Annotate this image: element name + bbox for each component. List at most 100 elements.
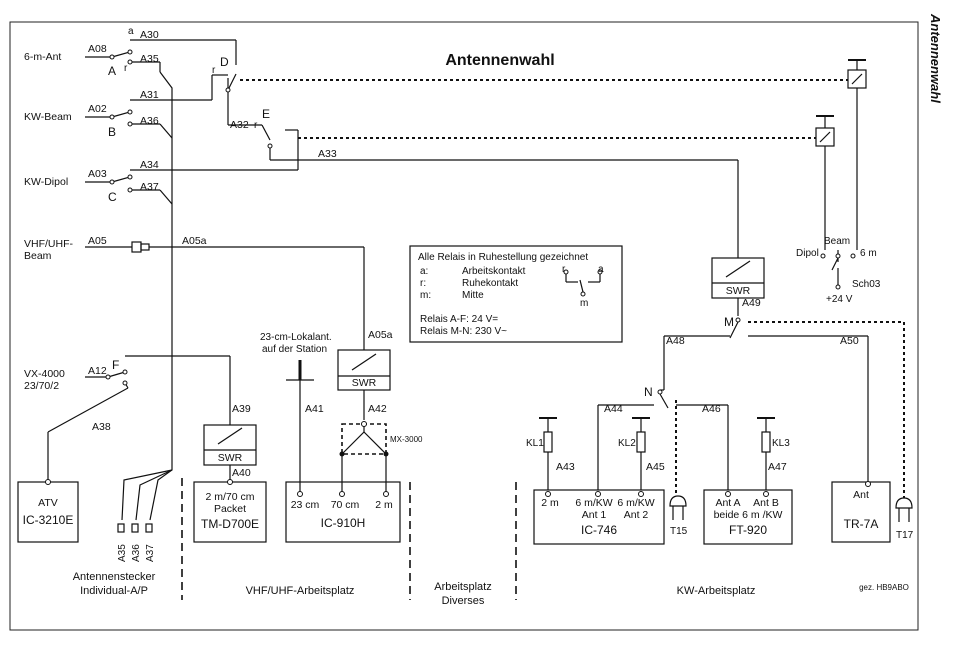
mx-label: MX-3000 (390, 435, 423, 444)
switch-label: +24 V (826, 294, 853, 305)
swr-label: SWR (218, 452, 243, 464)
cable-label: A31 (140, 89, 159, 101)
plug-label: A35 (117, 544, 128, 562)
input-6m-ant: 6-m-Ant (24, 51, 61, 63)
switch-label: 6 m (860, 248, 877, 259)
legend-key: a: (420, 266, 428, 277)
legend-voltage: Relais M-N: 230 V~ (420, 326, 507, 337)
cable-label: A02 (88, 103, 107, 115)
legend-value: Mitte (462, 290, 484, 301)
cable-label: A03 (88, 168, 107, 180)
cable-label: A42 (368, 403, 387, 415)
relay-label: C (108, 190, 117, 204)
device-text: 2 m/70 cm (205, 491, 254, 503)
cable-label: A50 (840, 335, 859, 347)
relay-label: D (220, 55, 229, 69)
cable-label: A45 (646, 461, 665, 473)
cable-label: A05a (368, 329, 393, 341)
local-antenna-label: auf der Station (262, 344, 327, 355)
switch-label: Sch03 (852, 279, 881, 290)
device-port: Ant 2 (624, 509, 649, 521)
plug-label: A37 (145, 544, 156, 562)
device-port: 2 m (541, 497, 559, 509)
section-label: Diverses (442, 595, 485, 607)
cable-label: A05a (182, 235, 207, 247)
device-port: 2 m (375, 499, 393, 511)
input-vhf-beam: Beam (24, 250, 52, 262)
cable-label: A47 (768, 461, 787, 473)
cable-label: A33 (318, 148, 337, 160)
cable-label: A38 (92, 421, 111, 433)
input-vx-bands: 23/70/2 (24, 380, 59, 392)
cable-label: A39 (232, 403, 251, 415)
plug-label: A36 (131, 544, 142, 562)
device-text: ATV (38, 497, 58, 509)
section-label: KW-Arbeitsplatz (677, 585, 756, 597)
credit: gez. HB9ABO (859, 583, 909, 592)
device-name: TM-D700E (201, 517, 259, 531)
cable-label: A46 (702, 403, 721, 415)
relay-label: N (644, 385, 653, 399)
device-port: Ant (853, 489, 869, 501)
contact-label: r (212, 65, 216, 76)
cable-label: A08 (88, 43, 107, 55)
cable-label: A40 (232, 467, 251, 479)
relay-label: A (108, 64, 116, 78)
cable-label: A44 (604, 403, 623, 415)
section-label: Individual-A/P (80, 585, 148, 597)
kl-label: KL3 (772, 438, 790, 449)
device-name: TR-7A (844, 517, 879, 531)
cable-label: A36 (140, 115, 159, 127)
legend-symbol: r (562, 264, 566, 275)
section-label: Arbeitsplatz (434, 581, 491, 593)
cable-label: A41 (305, 403, 324, 415)
relay-label: M (724, 315, 734, 329)
plug-label: T15 (670, 526, 688, 537)
device-text: Packet (214, 503, 246, 515)
input-kw-dipol: KW-Dipol (24, 176, 68, 188)
diagram-title: Antennenwahl (445, 52, 554, 69)
outer-frame (9, 21, 919, 631)
switch-label: Beam (824, 236, 850, 247)
relay-label: E (262, 107, 270, 121)
plug-label: T17 (896, 530, 914, 541)
section-label: VHF/UHF-Arbeitsplatz (246, 585, 355, 597)
relay-label: B (108, 125, 116, 139)
kl-label: KL1 (526, 438, 544, 449)
contact-label: a (128, 26, 134, 37)
device-port: beide 6 m /KW (714, 509, 783, 521)
device-port: 70 cm (331, 499, 360, 511)
device-port: Ant B (753, 497, 779, 509)
swr-label: SWR (726, 285, 751, 297)
kl-label: KL2 (618, 438, 636, 449)
legend-line: Alle Relais in Ruhestellung gezeichnet (418, 252, 588, 263)
input-vx4000: VX-4000 (24, 368, 65, 380)
contact-label: r (124, 63, 128, 74)
legend-value: Ruhekontakt (462, 278, 518, 289)
cable-label: A43 (556, 461, 575, 473)
device-port: 6 m/KW (617, 497, 654, 509)
relay-label: F (112, 358, 119, 372)
cable-label: A48 (666, 335, 685, 347)
cable-label: A34 (140, 159, 159, 171)
device-port: 6 m/KW (575, 497, 612, 509)
cable-label: A05 (88, 235, 107, 247)
legend-value: Arbeitskontakt (462, 266, 526, 277)
cable-label: A37 (140, 181, 159, 193)
legend-symbol: m (580, 298, 588, 309)
switch-label: Dipol (796, 248, 819, 259)
device-port: Ant 1 (582, 509, 607, 521)
device-port: Ant A (715, 497, 740, 509)
legend-voltage: Relais A-F: 24 V= (420, 314, 498, 325)
section-label: Antennenstecker (73, 571, 156, 583)
device-name: IC-746 (581, 523, 617, 537)
legend-symbol: a (598, 264, 604, 275)
cable-label: A30 (140, 29, 159, 41)
device-name: FT-920 (729, 523, 767, 537)
contact-label: r (254, 120, 258, 131)
side-title: Antennenwahl (928, 14, 943, 103)
legend-key: r: (420, 278, 426, 289)
input-kw-beam: KW-Beam (24, 111, 72, 123)
